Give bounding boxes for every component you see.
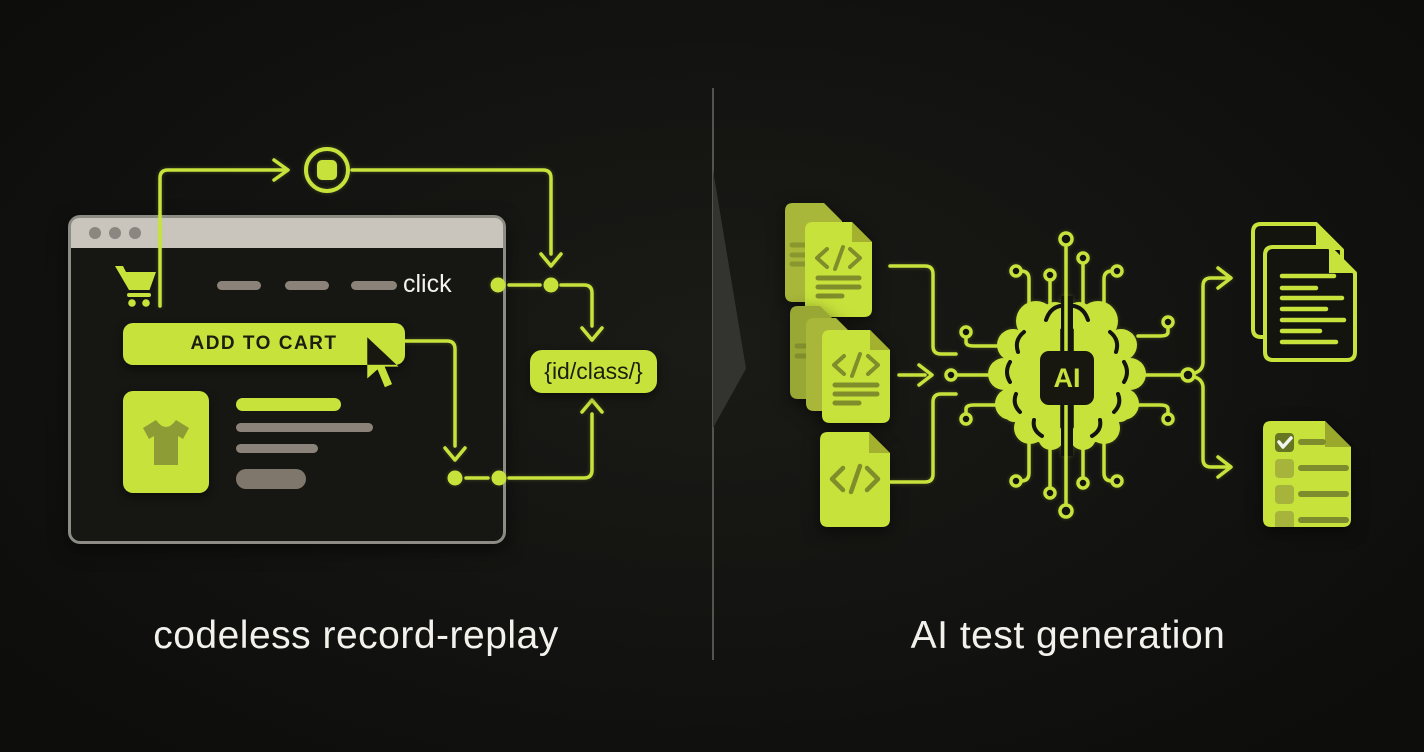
window-dot-icon — [89, 227, 101, 239]
cart-icon — [115, 266, 156, 307]
click-event-label: click — [403, 270, 452, 298]
cursor-icon — [367, 337, 399, 388]
nav-placeholder-dash — [285, 281, 329, 290]
browser-window: ADD TO CART — [68, 215, 506, 544]
nav-placeholder-dash — [351, 281, 397, 290]
document-stack-icon — [1251, 222, 1357, 362]
circuit-node-dots — [944, 231, 1196, 519]
generated-docs-stack — [1251, 222, 1363, 364]
text-line-highlight — [236, 398, 341, 411]
text-line — [236, 423, 373, 432]
code-file-stack-top — [765, 200, 875, 325]
nav-placeholder-dash — [217, 281, 261, 290]
code-file-icon — [785, 203, 872, 317]
ai-chip — [1040, 351, 1094, 405]
selector-chip: {id/class/} — [530, 350, 657, 393]
add-to-cart-button[interactable]: ADD TO CART — [123, 323, 405, 365]
test-checklist — [1263, 421, 1351, 527]
checklist-icon — [1263, 421, 1351, 527]
left-caption: codeless record-replay — [153, 614, 559, 657]
right-caption: AI test generation — [910, 614, 1226, 657]
window-dot-icon — [129, 227, 141, 239]
record-icon — [304, 147, 350, 193]
ai-chip-label: AI — [1054, 363, 1081, 393]
window-dot-icon — [109, 227, 121, 239]
divider-chevron — [713, 170, 746, 428]
event-dot — [543, 277, 559, 293]
product-thumbnail — [123, 391, 209, 493]
text-block — [236, 469, 306, 489]
code-file-icon — [820, 432, 890, 527]
code-file-stack-middle — [788, 304, 893, 426]
code-file-icon — [790, 306, 890, 423]
tshirt-icon — [143, 420, 189, 465]
selector-chip-label: {id/class/} — [544, 358, 643, 384]
browser-titlebar — [71, 218, 503, 248]
ai-brain-icon: AI — [988, 245, 1146, 505]
text-line — [236, 444, 318, 453]
code-file-single — [820, 432, 890, 527]
